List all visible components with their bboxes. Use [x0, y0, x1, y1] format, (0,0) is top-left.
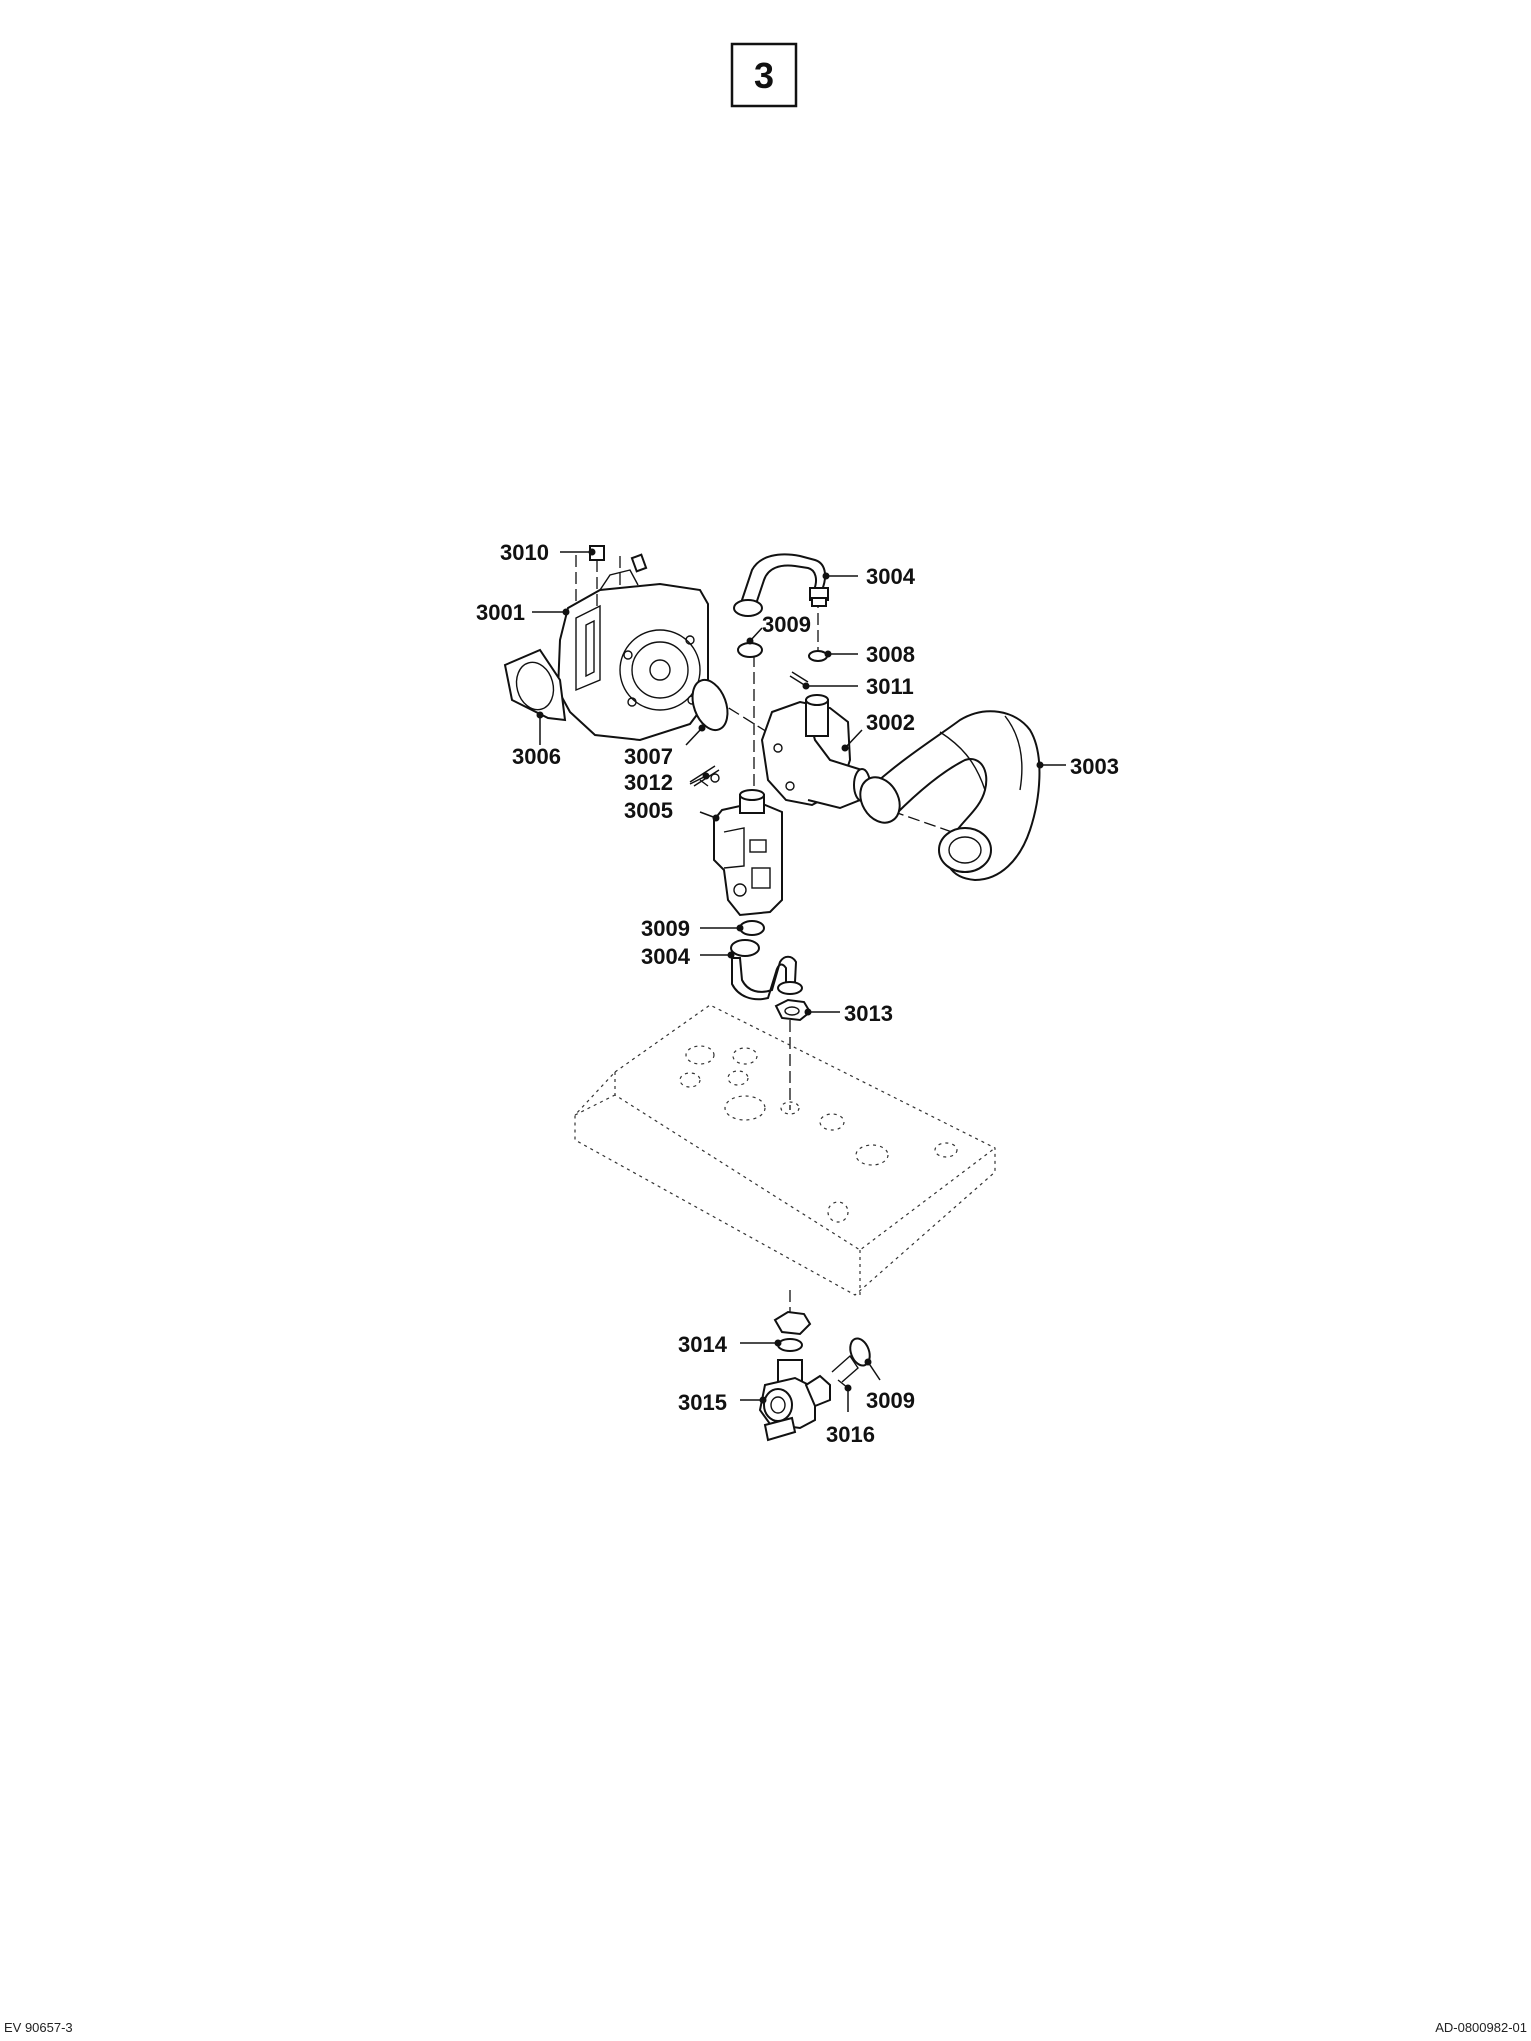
gas-cock-part-3015 [758, 1359, 831, 1442]
label-3011: 3011 [866, 674, 914, 699]
label-3004-upper: 3004 [866, 564, 916, 589]
label-3001: 3001 [476, 600, 525, 625]
label-3009-upper: 3009 [762, 612, 811, 637]
air-hose-part-3003 [859, 710, 1041, 882]
label-3003: 3003 [1070, 754, 1119, 779]
label-3012: 3012 [624, 770, 673, 795]
seal-part-3008 [808, 650, 828, 662]
label-3010: 3010 [500, 540, 549, 565]
label-3008: 3008 [866, 642, 915, 667]
seal-part-3009-middle [739, 920, 765, 936]
nut-part-3013 [774, 998, 812, 1022]
label-3016: 3016 [826, 1422, 875, 1447]
clip-part-3012 [689, 765, 720, 787]
pipe-part-3004-lower [730, 939, 803, 1001]
leader-lines [532, 548, 1066, 1412]
seal-part-3009-upper [737, 642, 763, 658]
seal-part-3009-lower [849, 1337, 871, 1367]
pipe-part-3004-upper [733, 553, 829, 617]
label-3007: 3007 [624, 744, 673, 769]
label-3015: 3015 [678, 1390, 727, 1415]
label-3009-lower: 3009 [866, 1388, 915, 1413]
gasket-part-3006 [503, 648, 567, 722]
venturi-part-3002 [760, 694, 871, 810]
label-3006: 3006 [512, 744, 561, 769]
label-3014: 3014 [678, 1332, 728, 1357]
o-ring-part-3007 [691, 678, 729, 732]
page-number: 3 [754, 55, 774, 96]
seal-part-3014 [777, 1338, 803, 1352]
page-number-box: 3 [730, 42, 798, 108]
label-3009-middle: 3009 [641, 916, 690, 941]
label-3002: 3002 [866, 710, 915, 735]
nut-lower [773, 1310, 812, 1336]
footer-left-reference: EV 90657-3 [4, 2020, 73, 2035]
gas-valve-part-3005 [713, 789, 783, 917]
boiler-top-plate-phantom [574, 1004, 996, 1296]
footer-right-reference: AD-0800982-01 [1435, 2020, 1527, 2035]
label-3004-lower: 3004 [641, 944, 691, 969]
label-3005: 3005 [624, 798, 673, 823]
part-labels: 3010 3001 3006 3007 3012 3005 3009 3004 … [476, 540, 1119, 1447]
label-3013: 3013 [844, 1001, 893, 1026]
fan-housing-part-3001 [556, 553, 709, 742]
